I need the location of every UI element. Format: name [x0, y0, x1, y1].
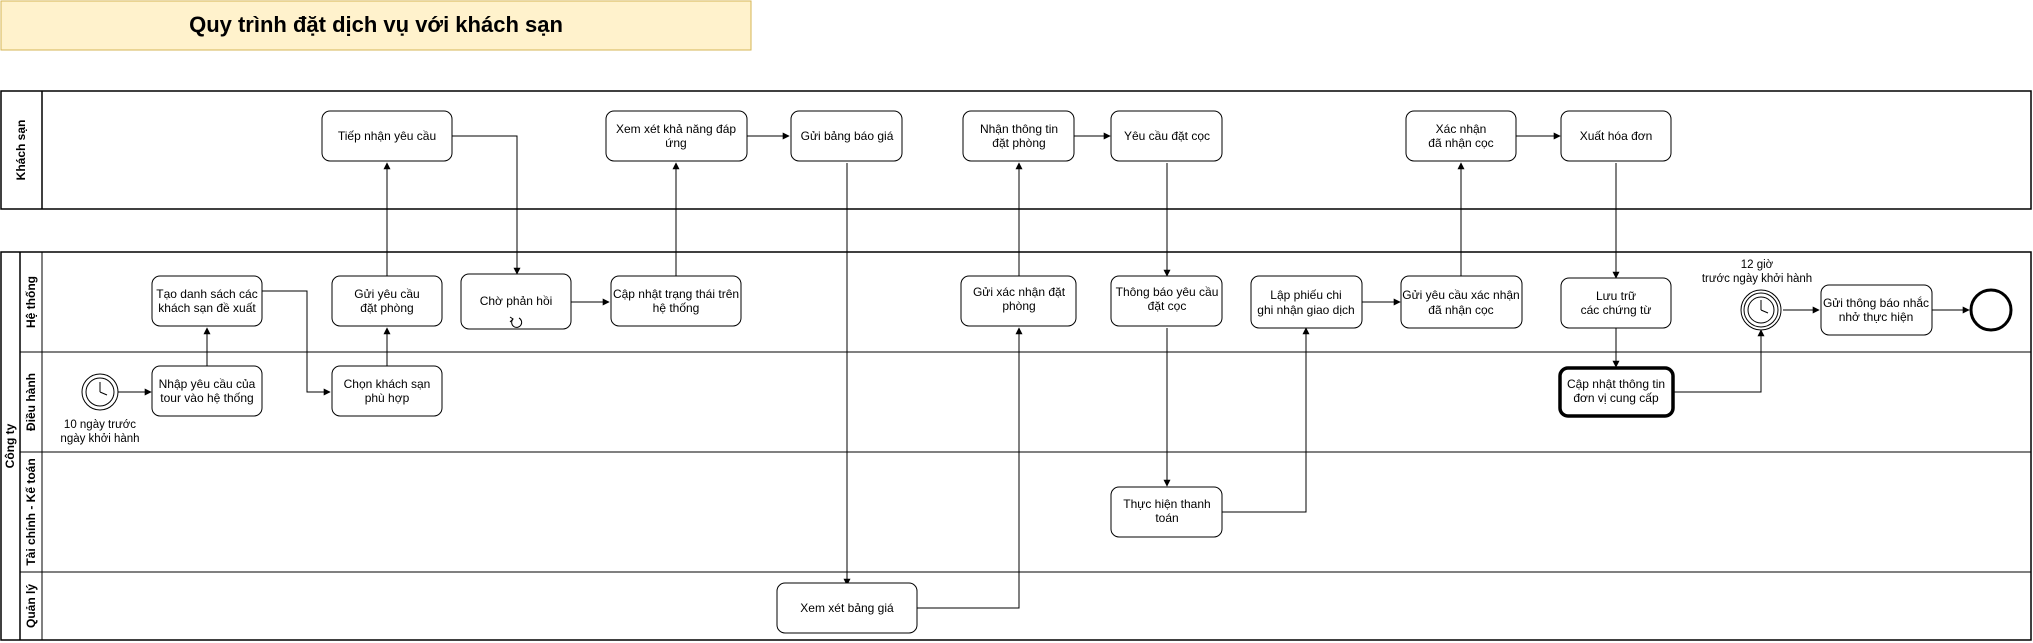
svg-text:toán: toán — [1155, 511, 1178, 525]
task-receive-booking: Nhận thông tin đặt phòng — [962, 110, 1075, 162]
svg-text:đặt cọc: đặt cọc — [1148, 299, 1187, 313]
svg-text:ứng: ứng — [665, 136, 686, 150]
svg-text:Xuất hóa đơn: Xuất hóa đơn — [1580, 129, 1653, 143]
svg-text:đặt phòng: đặt phòng — [360, 301, 413, 315]
svg-text:đã nhận cọc: đã nhận cọc — [1428, 303, 1493, 317]
svg-text:Xem xét khả năng đáp: Xem xét khả năng đáp — [616, 122, 736, 136]
task-issue-invoice: Xuất hóa đơn — [1560, 110, 1672, 162]
svg-text:phòng: phòng — [1002, 299, 1035, 313]
task-create-list: Tạo danh sách các khách sạn đề xuất — [151, 275, 263, 327]
svg-text:Thông báo yêu cầu: Thông báo yêu cầu — [1116, 285, 1219, 299]
task-review-quote: Xem xét bảng giá — [776, 582, 918, 634]
svg-text:ghi nhận giao dịch: ghi nhận giao dịch — [1257, 303, 1354, 317]
task-receive-request: Tiếp nhận yêu cầu — [321, 110, 453, 162]
svg-text:đơn vị cung cấp: đơn vị cung cấp — [1573, 391, 1659, 405]
svg-text:Gửi thông báo nhắc: Gửi thông báo nhắc — [1823, 295, 1929, 310]
lane-label-finance: Tài chính - Kế toán — [24, 458, 38, 565]
lane-label-system: Hệ thống — [24, 276, 38, 328]
svg-text:hệ thống: hệ thống — [653, 301, 700, 315]
svg-text:các chứng từ: các chứng từ — [1581, 303, 1652, 317]
svg-text:đặt phòng: đặt phòng — [992, 136, 1045, 150]
task-confirm-deposit: Xác nhận đã nhận cọc — [1405, 110, 1517, 162]
timer-start-event: 10 ngày trước ngày khởi hành — [60, 373, 140, 445]
page-title: Quy trình đặt dịch vụ với khách sạn — [189, 12, 563, 37]
svg-text:Cập nhật thông tin: Cập nhật thông tin — [1567, 377, 1665, 391]
svg-text:Gửi yêu cầu: Gửi yêu cầu — [354, 287, 419, 301]
lane-label-management: Quản lý — [24, 584, 38, 628]
svg-text:Nhận thông tin: Nhận thông tin — [980, 122, 1058, 136]
loop-icon — [511, 317, 523, 328]
svg-text:Yêu cầu đặt cọc: Yêu cầu đặt cọc — [1124, 129, 1210, 143]
flow-edges — [118, 132, 1970, 609]
task-enter-request: Nhập yêu cầu của tour vào hệ thống — [151, 365, 263, 417]
task-review-capacity: Xem xét khả năng đáp ứng — [605, 110, 748, 162]
svg-text:Xác nhận: Xác nhận — [1436, 122, 1487, 136]
svg-text:Thực hiện thanh: Thực hiện thanh — [1123, 497, 1210, 511]
task-send-confirm: Gửi xác nhận đặt phòng — [960, 275, 1077, 327]
pool-label-hotel: Khách sạn — [14, 120, 28, 181]
end-event-icon — [1969, 288, 2013, 332]
timer-intermediate-event: 12 giờ trước ngày khởi hành — [1702, 259, 1812, 331]
timer-mid-label: 12 giờ — [1741, 259, 1774, 271]
task-update-status: Cập nhật trạng thái trên hệ thống — [610, 275, 742, 327]
clock-icon — [1747, 296, 1775, 324]
svg-text:Nhập yêu cầu của: Nhập yêu cầu của — [159, 377, 256, 391]
svg-text:Xem xét bảng giá: Xem xét bảng giá — [800, 601, 894, 615]
svg-text:Lưu trữ: Lưu trữ — [1596, 289, 1636, 303]
svg-text:Chờ phản hồi: Chờ phản hồi — [480, 294, 553, 308]
task-update-provider: Cập nhật thông tin đơn vị cung cấp — [1558, 366, 1675, 418]
svg-text:nhở thực hiện: nhở thực hiện — [1839, 310, 1914, 324]
title-box: Quy trình đặt dịch vụ với khách sạn — [0, 0, 752, 51]
task-request-confirm: Gửi yêu cầu xác nhận đã nhận cọc — [1400, 275, 1523, 329]
svg-text:Lập phiếu chi: Lập phiếu chi — [1270, 288, 1341, 302]
task-request-deposit: Yêu cầu đặt cọc — [1110, 110, 1223, 162]
svg-text:đã nhận cọc: đã nhận cọc — [1428, 136, 1493, 150]
svg-text:Tạo danh sách các: Tạo danh sách các — [156, 287, 257, 301]
svg-text:khách sạn đề xuất: khách sạn đề xuất — [158, 301, 256, 315]
lane-label-operations: Điều hành — [24, 373, 38, 431]
svg-text:Chọn khách sạn: Chọn khách sạn — [344, 377, 431, 391]
task-create-voucher: Lập phiếu chi ghi nhận giao dịch — [1250, 275, 1363, 329]
task-send-quote: Gửi bảng báo giá — [790, 110, 903, 162]
task-send-reminder: Gửi thông báo nhắc nhở thực hiện — [1820, 284, 1933, 336]
task-store-docs: Lưu trữ các chứng từ — [1560, 277, 1672, 329]
timer-start-label: 10 ngày trước — [64, 419, 136, 431]
task-make-payment: Thực hiện thanh toán — [1110, 486, 1223, 538]
pool-label-company: Công ty — [3, 423, 17, 468]
task-send-booking: Gửi yêu cầu đặt phòng — [331, 275, 443, 327]
svg-text:Tiếp nhận yêu cầu: Tiếp nhận yêu cầu — [338, 129, 436, 143]
task-wait-reply: Chờ phản hồi — [460, 273, 572, 330]
svg-text:tour vào hệ thống: tour vào hệ thống — [160, 391, 253, 405]
svg-text:phù hợp: phù hợp — [365, 391, 410, 405]
svg-text:Gửi bảng báo giá: Gửi bảng báo giá — [801, 129, 894, 143]
task-notify-deposit: Thông báo yêu cầu đặt cọc — [1110, 275, 1223, 327]
clock-icon — [85, 377, 115, 407]
end-event — [1969, 288, 2013, 332]
svg-text:Gửi xác nhận đặt: Gửi xác nhận đặt — [973, 285, 1066, 299]
task-choose-hotel: Chọn khách sạn phù hợp — [331, 365, 443, 417]
svg-text:Cập nhật trạng thái trên: Cập nhật trạng thái trên — [613, 287, 739, 301]
svg-text:Gửi yêu cầu xác nhận: Gửi yêu cầu xác nhận — [1402, 288, 1519, 302]
timer-mid-label-2: trước ngày khởi hành — [1702, 273, 1812, 285]
timer-start-label-2: ngày khởi hành — [60, 433, 139, 445]
